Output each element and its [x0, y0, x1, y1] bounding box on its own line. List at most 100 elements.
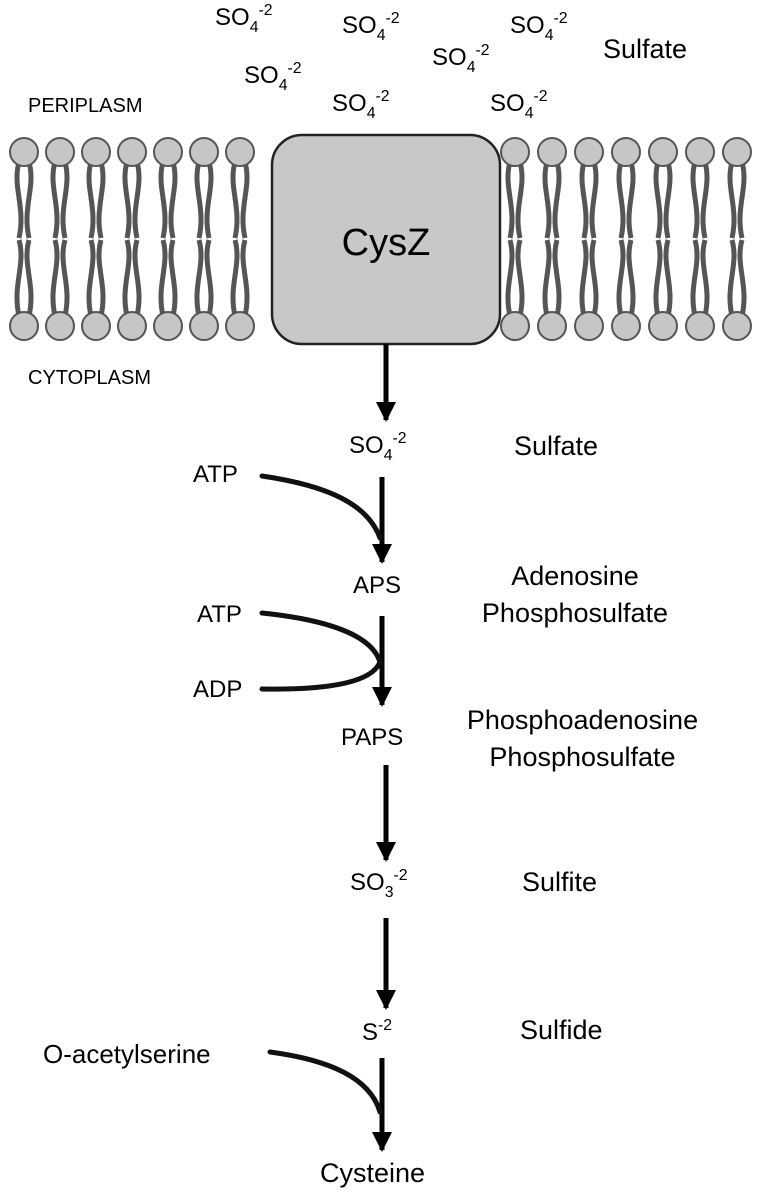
lipid-tail [626, 239, 636, 317]
lipid-head [500, 311, 530, 341]
lipid-tail [616, 239, 626, 317]
lipid-tail [579, 239, 589, 317]
species-sulfate: SO4-2 [349, 430, 407, 464]
lipid-tail [50, 161, 60, 239]
lipid-tail [727, 239, 737, 317]
cysz-label: CysZ [341, 222, 431, 264]
lipid-tail [122, 161, 132, 239]
lipid-tail [505, 161, 515, 239]
species-sulfide: S-2 [362, 1017, 393, 1046]
lipid-head [537, 137, 567, 167]
lipid-head [9, 137, 39, 167]
lipid-tail [737, 161, 747, 239]
cofactor-atp-2: ATP [197, 601, 242, 628]
lipid-tail [14, 161, 24, 239]
atp-2-curve [259, 610, 383, 665]
lipid-tail [579, 161, 589, 239]
lipid-tail [552, 239, 562, 317]
lipid-head [153, 311, 183, 341]
lipid-head [611, 311, 641, 341]
sulfate-ion: SO4-2 [342, 10, 400, 44]
lipid-tail [194, 161, 204, 239]
name-aps-line2: Phosphosulfate [481, 598, 669, 628]
lipid-tail [96, 161, 106, 239]
species-aps: APS [353, 572, 402, 599]
name-paps-line2: Phosphosulfate [489, 742, 676, 772]
name-sulfate: Sulfate [514, 431, 599, 461]
lipid-tail [663, 161, 673, 239]
lipid-tail [158, 239, 168, 317]
lipid-tail [86, 161, 96, 239]
lipid-head [225, 137, 255, 167]
lipid-head [81, 137, 111, 167]
lipid-head [189, 137, 219, 167]
lipid-tail [96, 239, 106, 317]
lipid-tail [14, 239, 24, 317]
adp-curve [259, 659, 383, 692]
lipid-tail [552, 161, 562, 239]
lipid-head [500, 137, 530, 167]
lipid-head [81, 311, 111, 341]
extracellular-sulfate-name: Sulfate [603, 34, 688, 64]
lipid-tail [86, 239, 96, 317]
species-paps: PAPS [341, 724, 404, 751]
lipid-tail [505, 239, 515, 317]
lipid-tail [132, 239, 142, 317]
lipid-tail [515, 239, 525, 317]
lipid-tail [168, 161, 178, 239]
lipid-tail [230, 239, 240, 317]
species-cysteine: Cysteine [320, 1158, 426, 1188]
lipid-tail [158, 161, 168, 239]
atp-1-curve [259, 473, 383, 541]
lipid-tail [616, 161, 626, 239]
lipid-tail [204, 239, 214, 317]
cofactor-adp: ADP [193, 676, 243, 703]
lipid-head [537, 311, 567, 341]
lipid-tail [653, 239, 663, 317]
lipid-tail [240, 239, 250, 317]
cofactor-atp-1: ATP [193, 461, 238, 488]
lipid-tail [60, 239, 70, 317]
lipid-tail [737, 239, 747, 317]
cofactor-o-acetylserine: O-acetylserine [43, 1039, 211, 1069]
lipid-tail [700, 239, 710, 317]
sulfate-ion: SO4-2 [244, 60, 302, 94]
lipid-tail [700, 161, 710, 239]
name-sulfite: Sulfite [522, 867, 598, 897]
lipid-tail [589, 239, 599, 317]
lipid-tail [589, 161, 599, 239]
lipid-head [117, 137, 147, 167]
lipid-head [189, 311, 219, 341]
sulfate-ion: SO4-2 [215, 2, 273, 36]
lipid-head [45, 137, 75, 167]
lipid-tail [168, 239, 178, 317]
sulfate-ion: SO4-2 [432, 42, 490, 76]
sulfate-ion: SO4-2 [332, 88, 390, 122]
lipid-head [685, 137, 715, 167]
lipid-head [153, 137, 183, 167]
lipid-tail [690, 239, 700, 317]
lipid-tail [194, 239, 204, 317]
pathway-arrows [372, 344, 396, 1152]
lipid-head [45, 311, 75, 341]
species-sulfite: SO3-2 [350, 867, 408, 901]
lipid-tail [663, 239, 673, 317]
lipid-head [117, 311, 147, 341]
lipid-head [574, 311, 604, 341]
lipid-tail [132, 161, 142, 239]
lipid-tail [24, 161, 34, 239]
lipid-head [225, 311, 255, 341]
lipid-tail [230, 161, 240, 239]
lipid-tail [515, 161, 525, 239]
lipid-tail [690, 161, 700, 239]
sulfate-ion: SO4-2 [490, 88, 548, 122]
name-paps-line1: Phosphoadenosine [466, 705, 699, 735]
lipid-tail [60, 161, 70, 239]
lipid-head [685, 311, 715, 341]
lipid-head [611, 137, 641, 167]
cytoplasm-label: CYTOPLASM [28, 367, 151, 389]
lipid-tail [24, 239, 34, 317]
lipid-head [722, 311, 752, 341]
lipid-tail [542, 239, 552, 317]
